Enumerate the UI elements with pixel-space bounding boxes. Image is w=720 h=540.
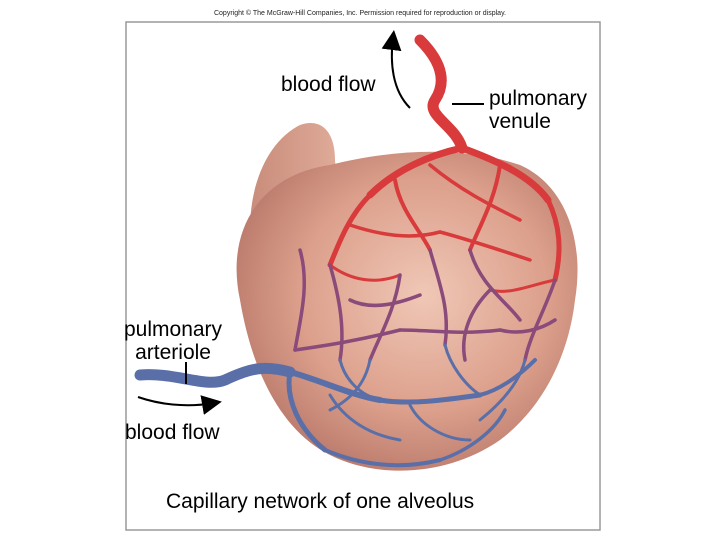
blood-flow-label-top: blood flow [281, 73, 376, 96]
arteriole-label-line2: arteriole [135, 341, 211, 364]
arteriole-label-line1: pulmonary [124, 318, 223, 341]
capillary-network-mixed [293, 248, 557, 362]
venule-label-line1: pulmonary [489, 87, 588, 110]
pulmonary-arteriole [134, 343, 537, 468]
venule-label-line2: venule [489, 110, 551, 133]
copyright-notice: Copyright © The McGraw-Hill Companies, I… [213, 10, 506, 17]
pulmonary-venule [327, 34, 562, 293]
blood-flow-arrow-bottom [137, 395, 222, 415]
pulmonary-arteriole-label: pulmonary arteriole [124, 318, 222, 364]
blood-flow-label-bottom: blood flow [125, 421, 220, 444]
pulmonary-venule-label: pulmonary venule [489, 87, 587, 133]
figure-caption: Capillary network of one alveolus [166, 490, 475, 513]
blood-flow-arrow-top [381, 30, 411, 109]
